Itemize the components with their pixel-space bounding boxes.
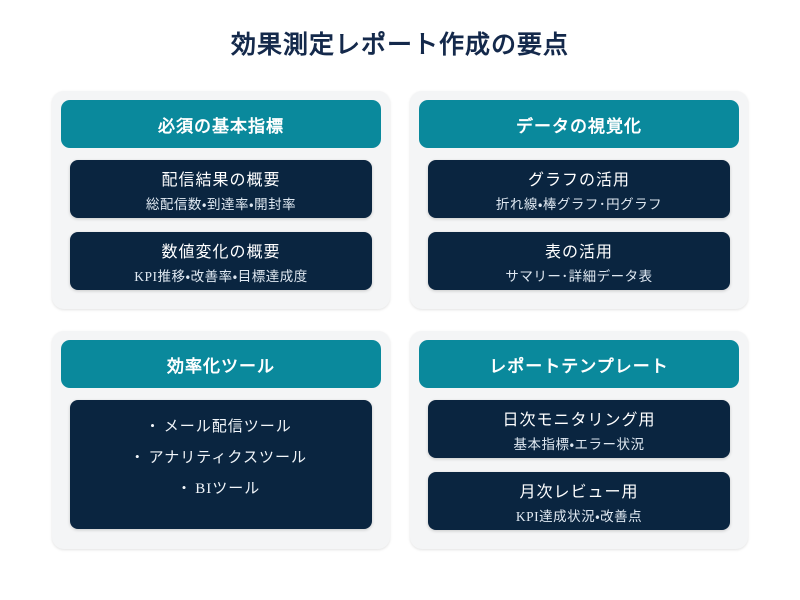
item-title: 月次レビュー用 xyxy=(519,483,639,501)
item-delivery-results: 配信結果の概要 総配信数・到達率・開封率 xyxy=(70,160,372,218)
list-item-label: BIツール xyxy=(195,481,261,497)
bullet-icon: • xyxy=(135,448,141,464)
list-item-label: アナリティクスツール xyxy=(148,450,307,466)
list-item-analytics-tool: • アナリティクスツール xyxy=(135,446,307,467)
list-item-mail-tool: • メール配信ツール xyxy=(150,415,292,436)
item-subtitle: KPI推移・改善率・目標達成度 xyxy=(134,268,308,284)
card-header-data-visualization: データの視覚化 xyxy=(419,100,739,148)
item-daily-monitoring: 日次モニタリング用 基本指標・エラー状況 xyxy=(428,400,730,458)
item-title: 表の活用 xyxy=(544,243,613,261)
item-numeric-changes: 数値変化の概要 KPI推移・改善率・目標達成度 xyxy=(70,232,372,290)
page-title: 効果測定レポート作成の要点 xyxy=(230,31,569,59)
card-report-templates: レポートテンプレート 日次モニタリング用 基本指標・エラー状況 月次レビュー用 … xyxy=(410,331,748,549)
bullet-icon: • xyxy=(181,479,188,495)
item-subtitle: サマリー･詳細データ表 xyxy=(505,268,653,284)
item-subtitle: 折れ線・棒グラフ･円グラフ xyxy=(495,196,663,212)
item-title: グラフの活用 xyxy=(527,171,630,189)
bullet-icon: • xyxy=(150,417,156,433)
card-header-basic-metrics: 必須の基本指標 xyxy=(61,100,381,148)
cards-grid: 必須の基本指標 配信結果の概要 総配信数・到達率・開封率 数値変化の概要 KPI… xyxy=(52,91,748,549)
item-graph-usage: グラフの活用 折れ線・棒グラフ･円グラフ xyxy=(428,160,730,218)
card-header-efficiency-tools: 効率化ツール xyxy=(61,340,381,388)
item-subtitle: 総配信数・到達率・開封率 xyxy=(145,196,297,212)
item-subtitle: 基本指標・エラー状況 xyxy=(513,436,645,452)
item-subtitle: KPI達成状況・改善点 xyxy=(515,508,643,524)
tools-list-box: • メール配信ツール • アナリティクスツール • BIツール xyxy=(70,400,372,529)
item-monthly-review: 月次レビュー用 KPI達成状況・改善点 xyxy=(428,472,730,530)
list-item-label: メール配信ツール xyxy=(163,419,292,435)
item-title: 日次モニタリング用 xyxy=(502,411,656,429)
item-title: 配信結果の概要 xyxy=(161,171,281,189)
card-data-visualization: データの視覚化 グラフの活用 折れ線・棒グラフ･円グラフ 表の活用 サマリー･詳… xyxy=(410,91,748,309)
card-basic-metrics: 必須の基本指標 配信結果の概要 総配信数・到達率・開封率 数値変化の概要 KPI… xyxy=(52,91,390,309)
card-efficiency-tools: 効率化ツール • メール配信ツール • アナリティクスツール • BIツール xyxy=(52,331,390,549)
list-item-bi-tool: • BIツール xyxy=(182,477,261,498)
item-table-usage: 表の活用 サマリー･詳細データ表 xyxy=(428,232,730,290)
item-title: 数値変化の概要 xyxy=(161,243,281,261)
card-header-report-templates: レポートテンプレート xyxy=(419,340,739,388)
